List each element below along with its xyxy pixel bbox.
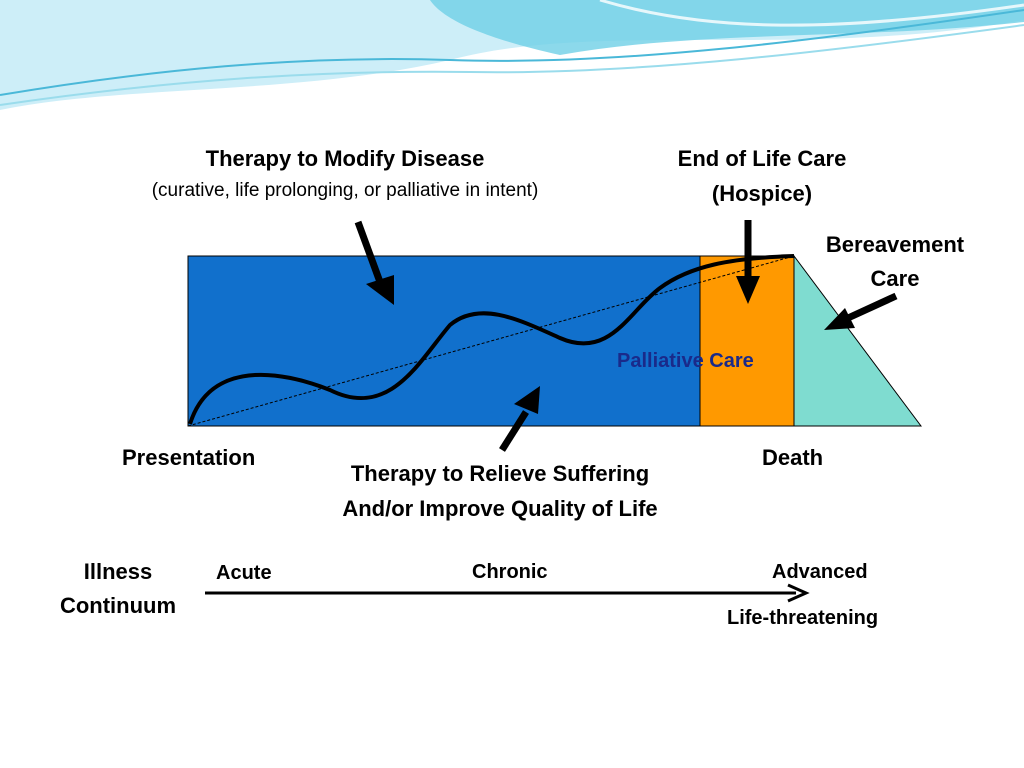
bereavement-subtitle: Care	[870, 266, 920, 291]
end-of-life-subtitle: (Hospice)	[711, 181, 813, 206]
arrow-modify-disease	[354, 220, 394, 305]
arrow-end-of-life	[736, 220, 760, 304]
stage-acute: Acute	[216, 562, 272, 584]
palliative-care-label: Palliative Care	[617, 350, 754, 372]
stage-chronic: Chronic	[472, 561, 548, 583]
end-of-life-title: End of Life Care	[677, 146, 847, 171]
continuum-arrow	[205, 583, 810, 603]
bereavement-region	[793, 254, 922, 427]
wavy-curve	[188, 254, 795, 425]
presentation-label: Presentation	[122, 445, 256, 470]
arrow-bereavement	[824, 292, 898, 330]
stage-life-threatening: Life-threatening	[727, 607, 879, 629]
stage-advanced: Advanced	[772, 561, 868, 583]
header-wave-decoration	[0, 0, 1024, 110]
relieve-suffering-subtitle: And/or Improve Quality of Life	[342, 496, 658, 521]
continuum-title: Illness	[83, 559, 153, 584]
therapy-region	[187, 255, 701, 427]
arrow-relieve-suffering	[499, 386, 540, 452]
continuum-subtitle: Continuum	[59, 593, 177, 618]
modify-disease-subtitle: (curative, life prolonging, or palliativ…	[151, 180, 539, 201]
modify-disease-title: Therapy to Modify Disease	[205, 146, 485, 171]
bereavement-title: Bereavement	[825, 232, 965, 257]
relieve-suffering-title: Therapy to Relieve Suffering	[350, 461, 650, 486]
death-label: Death	[762, 445, 824, 470]
